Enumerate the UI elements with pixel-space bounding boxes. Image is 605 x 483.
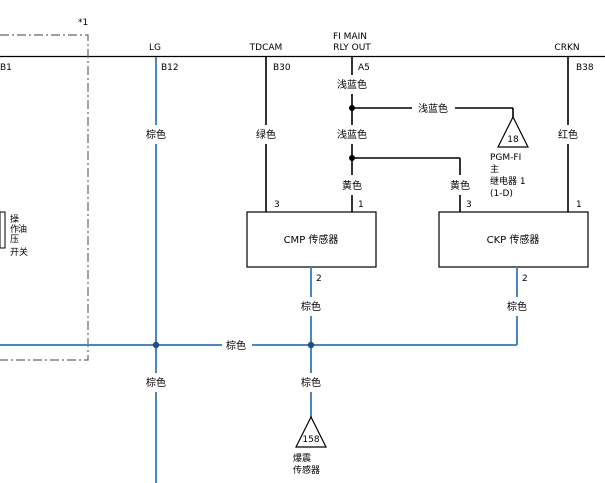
- cmp-pin-3: 3: [274, 200, 280, 210]
- ckp-pin-1: 1: [576, 200, 582, 210]
- switch-label-5: 开关: [10, 246, 28, 258]
- pin-b30: B30: [273, 63, 291, 73]
- cmp-sensor-label: CMP 传感器: [284, 233, 339, 246]
- wire-label-brown-lg: 棕色: [146, 128, 166, 141]
- knock-ref-l2: 传感器: [293, 464, 320, 476]
- knock-ref-triangle-icon: [295, 415, 327, 448]
- bus-label-fi-main: FI MAIN: [333, 32, 367, 42]
- pgm-ref-l1: PGM-FI: [490, 153, 521, 163]
- knock-ref-l1: 爆震: [293, 452, 311, 464]
- bus-label-lg: LG: [149, 43, 161, 53]
- bus-label-tdcam: TDCAM: [249, 43, 283, 53]
- junction-cmp-ground: [307, 341, 315, 349]
- cmp-sensor-box: [246, 211, 377, 268]
- wire-label-brown-ref: 棕色: [301, 376, 321, 389]
- pgm-ref-l3: 继电器 1: [490, 175, 526, 187]
- cmp-pin-2: 2: [316, 274, 322, 284]
- bus-label-crkn: CRKN: [554, 43, 579, 53]
- pin-b12: B12: [161, 63, 179, 73]
- pgm-ref-l4: (1-D): [490, 189, 513, 199]
- junction-lg-ground: [152, 341, 160, 349]
- wire-label-brown-horizontal: 棕色: [226, 339, 246, 352]
- ckp-pin-2: 2: [522, 274, 528, 284]
- ckp-pin-3: 3: [466, 200, 472, 210]
- switch-label-1: 操: [10, 213, 19, 225]
- pin-b38: B38: [576, 63, 594, 73]
- ckp-sensor-box: [438, 211, 589, 268]
- pgm-ref-l2: 主: [490, 163, 499, 175]
- pin-b1: B1: [0, 63, 12, 73]
- wire-label-lightblue-down: 浅蓝色: [337, 128, 367, 141]
- pin-a5: A5: [358, 63, 370, 73]
- oil-pressure-switch-box: [0, 34, 89, 361]
- wire-label-lightblue-a5: 浅蓝色: [337, 78, 367, 91]
- wire-label-yellow-cmp: 黄色: [342, 179, 362, 192]
- bus-label-rly-out: RLY OUT: [333, 43, 371, 53]
- wire-label-green: 绿色: [256, 128, 276, 141]
- wire-label-brown-cmp: 棕色: [301, 300, 321, 313]
- ckp-sensor-label: CKP 传感器: [487, 233, 540, 246]
- switch-label-3: 油: [18, 223, 27, 235]
- pgm-ref-num: 18: [507, 135, 519, 145]
- wire-label-lightblue-branch: 浅蓝色: [418, 102, 448, 115]
- switch-symbol: [0, 211, 6, 249]
- pgm-ref-triangle-icon: [497, 115, 529, 148]
- cmp-pin-1: 1: [358, 200, 364, 210]
- switch-label-4: 压: [10, 234, 19, 245]
- wire-label-brown-ckp: 棕色: [507, 300, 527, 313]
- connector-mark: *1: [78, 18, 88, 28]
- knock-ref-num: 158: [302, 435, 319, 445]
- switch-label-2: 作: [10, 223, 19, 235]
- wire-label-yellow-ckp: 黄色: [450, 179, 470, 192]
- wire-label-red: 红色: [558, 128, 578, 141]
- wire-label-brown-lg-down: 棕色: [146, 376, 166, 389]
